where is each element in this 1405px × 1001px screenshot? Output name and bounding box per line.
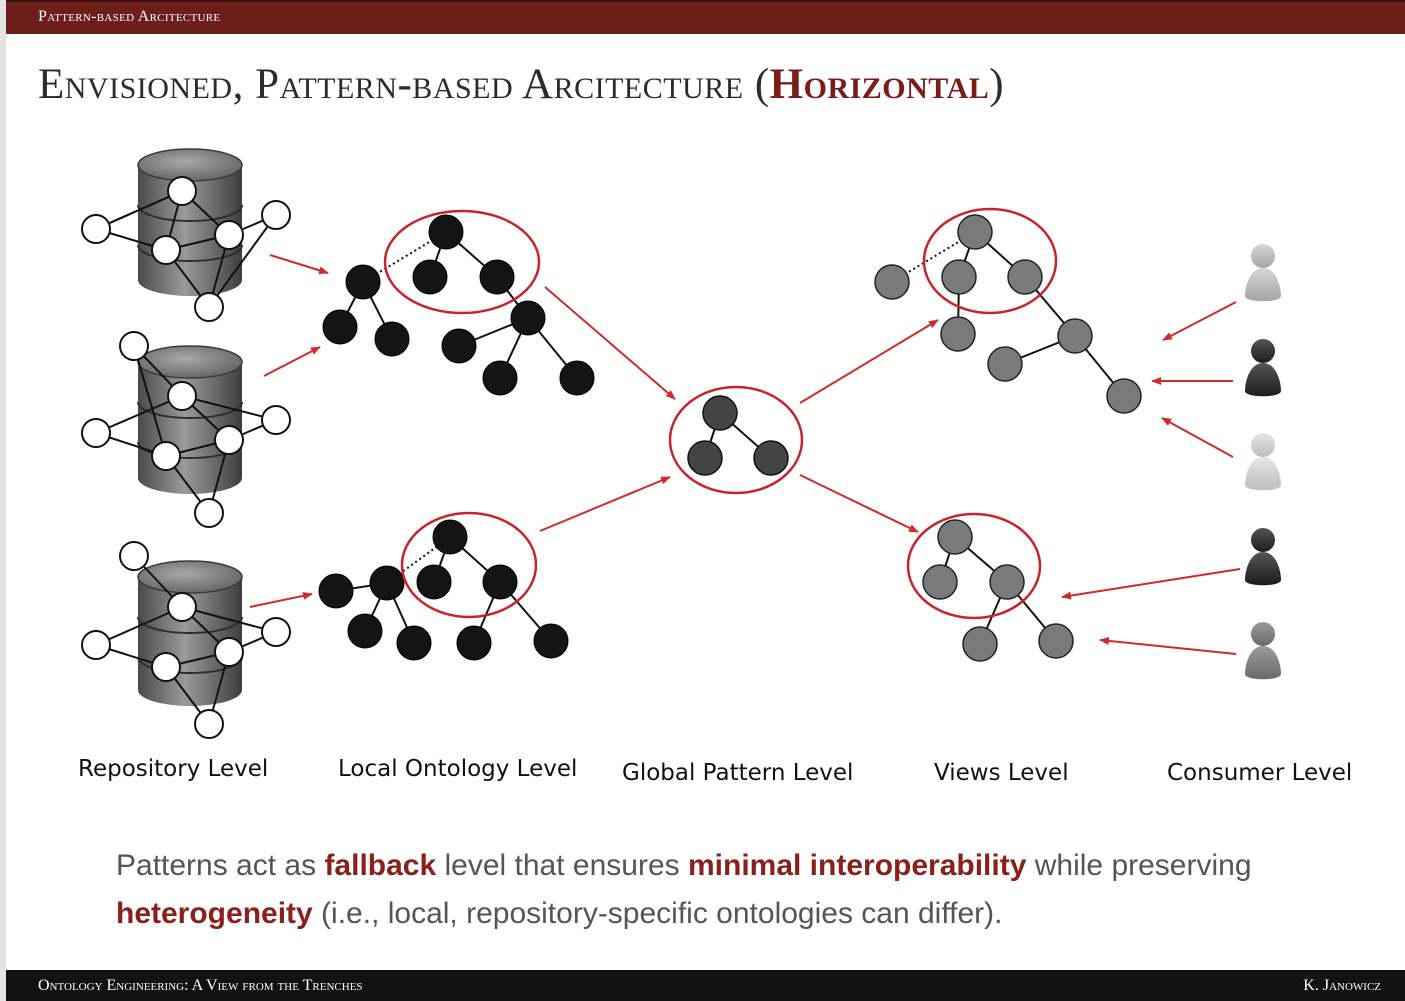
highlight-minimal-interoperability: minimal interoperability xyxy=(687,849,1027,882)
arrow-repo1-local1 xyxy=(269,254,329,275)
arrow-consumer1-view1 xyxy=(1162,301,1237,341)
view-1 xyxy=(874,207,1142,414)
title-accent: Horizontal xyxy=(769,61,990,108)
label-repository-level: Repository Level xyxy=(78,756,269,782)
summary-part-2: level that ensures xyxy=(436,849,688,882)
repository-2 xyxy=(81,331,291,528)
header-bar: Pattern-based Arcitecture xyxy=(6,0,1405,34)
highlight-heterogeneity: heterogeneity xyxy=(116,897,313,930)
local-ontology-2 xyxy=(318,511,569,661)
repository-graph xyxy=(81,331,291,528)
arrow-local1-global xyxy=(544,286,676,400)
label-global-pattern-level: Global Pattern Level xyxy=(622,760,854,786)
consumer-5 xyxy=(1245,622,1281,680)
consumer-2 xyxy=(1245,339,1281,397)
global-pattern xyxy=(668,385,804,495)
footer-bar: Ontology Engineering: A View from the Tr… xyxy=(6,970,1405,1001)
database-icon xyxy=(137,560,243,706)
repository-graph xyxy=(81,541,291,739)
summary-part-1: Patterns act as xyxy=(116,849,325,882)
section-title: Pattern-based Arcitecture xyxy=(38,8,221,25)
view-2 xyxy=(906,512,1074,662)
pattern-highlight-circle xyxy=(906,512,1042,620)
architecture-diagram xyxy=(81,148,1281,739)
database-icon xyxy=(137,345,243,494)
slide-left-edge xyxy=(0,0,6,1001)
arrow-consumer3-view1 xyxy=(1161,417,1234,458)
arrow-global-view2 xyxy=(799,474,919,533)
pattern-highlight-circle xyxy=(383,209,541,315)
slide-title: Envisioned, Pattern-based Arcitecture (H… xyxy=(38,60,1004,109)
label-consumer-level: Consumer Level xyxy=(1167,760,1353,786)
title-close: ) xyxy=(989,61,1005,108)
summary-part-4: (i.e., local, repository-specific ontolo… xyxy=(312,897,1003,930)
consumer-1 xyxy=(1245,244,1281,302)
local-ontology-1 xyxy=(322,209,595,396)
arrow-repo2-local1 xyxy=(263,346,321,377)
arrow-local2-global xyxy=(539,476,671,532)
pattern-highlight-circle xyxy=(922,207,1058,315)
consumer-4 xyxy=(1245,528,1281,586)
label-local-ontology-level: Local Ontology Level xyxy=(338,756,578,782)
flow-arrows xyxy=(249,254,1241,655)
repository-3 xyxy=(81,541,291,739)
footer-author: K. Janowicz xyxy=(1303,977,1381,994)
summary-part-3: while preserving xyxy=(1026,849,1252,882)
pattern-highlight-circle xyxy=(400,511,538,619)
repository-graph xyxy=(81,176,291,322)
arrow-repo3-local2 xyxy=(249,591,313,608)
consumer-3 xyxy=(1245,433,1281,491)
label-views-level: Views Level xyxy=(934,760,1069,786)
pattern-highlight-circle xyxy=(668,385,804,495)
footer-course-title: Ontology Engineering: A View from the Tr… xyxy=(38,977,363,994)
repository-1 xyxy=(81,148,291,322)
arrow-consumer4-view2 xyxy=(1061,568,1241,600)
summary-text: Patterns act as fallback level that ensu… xyxy=(116,842,1316,938)
title-main: Envisioned, Pattern-based Arcitecture ( xyxy=(38,61,770,108)
arrow-consumer5-view2 xyxy=(1099,636,1237,655)
arrow-global-view1 xyxy=(799,319,939,404)
highlight-fallback: fallback xyxy=(324,849,437,882)
